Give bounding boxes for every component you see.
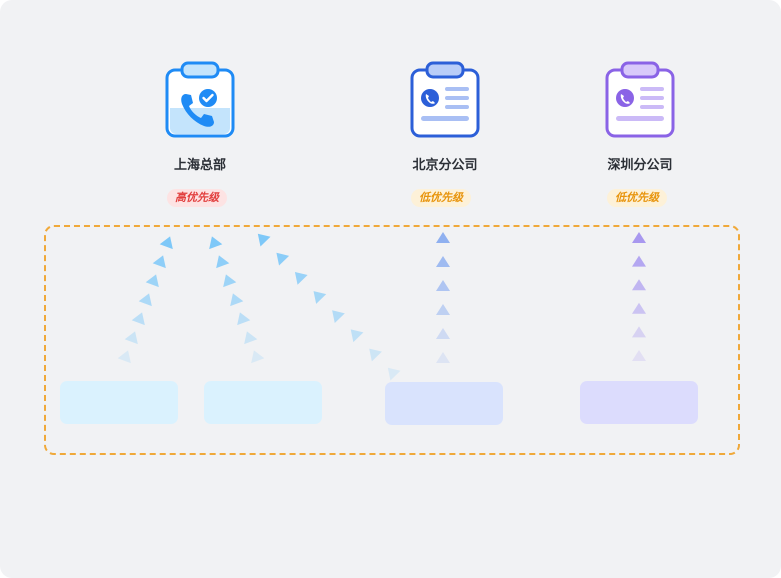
office-beijing: 北京分公司 — [385, 60, 505, 210]
office-shenzhen: 深圳分公司 — [580, 60, 700, 210]
phone-check-clipboard-icon — [165, 61, 235, 138]
arrow-triangle-33 — [632, 232, 646, 243]
agent-box-2 — [204, 381, 322, 424]
arrow-triangle-28 — [632, 350, 646, 361]
arrow-triangle-2 — [131, 312, 145, 326]
arrow-triangle-25 — [436, 280, 450, 291]
arrow-triangle-5 — [152, 255, 166, 269]
arrow-triangle-1 — [124, 331, 138, 345]
arrow-triangle-18 — [313, 291, 327, 304]
arrow-triangle-30 — [632, 302, 646, 314]
arrow-triangle-10 — [230, 293, 244, 307]
arrow-triangle-23 — [436, 328, 450, 339]
office-name: 北京分公司 — [412, 158, 478, 173]
arrow-triangle-27 — [436, 232, 450, 243]
arrow-triangle-7 — [251, 350, 265, 364]
agent-box-3 — [385, 382, 503, 425]
arrow-triangle-19 — [294, 271, 308, 285]
arrow-triangle-20 — [276, 252, 290, 266]
priority-badge-high: 高优先级 — [167, 189, 227, 207]
priority-badge-low: 低优先级 — [607, 189, 667, 207]
arrow-triangle-8 — [244, 331, 258, 345]
contact-card-icon — [410, 61, 480, 138]
arrow-triangle-11 — [223, 274, 237, 288]
agent-box-4 — [580, 381, 698, 424]
arrow-triangle-22 — [436, 352, 450, 363]
arrow-triangle-16 — [350, 329, 364, 343]
arrow-triangle-4 — [145, 274, 159, 288]
arrow-triangle-6 — [159, 236, 173, 250]
arrow-triangle-17 — [332, 310, 345, 324]
arrow-triangle-9 — [237, 312, 251, 326]
arrow-triangle-31 — [632, 279, 646, 291]
priority-badge-low: 低优先级 — [411, 189, 471, 207]
office-name: 深圳分公司 — [607, 158, 673, 173]
arrow-triangle-3 — [138, 293, 152, 307]
arrow-triangle-14 — [387, 367, 401, 381]
arrow-triangle-32 — [632, 255, 646, 267]
arrow-triangle-26 — [436, 256, 450, 267]
arrow-triangle-13 — [209, 236, 223, 250]
arrow-triangle-12 — [216, 255, 230, 269]
contact-card-icon — [605, 61, 675, 138]
arrow-triangle-29 — [632, 326, 646, 338]
arrow-triangle-21 — [257, 233, 271, 247]
agent-box-1 — [60, 381, 178, 424]
agent-pool-frame — [44, 225, 740, 455]
arrow-triangle-15 — [369, 348, 382, 362]
arrow-triangle-24 — [436, 304, 450, 315]
office-shanghai: 上海总部 — [140, 60, 260, 210]
arrow-triangle-0 — [117, 350, 131, 364]
office-name: 上海总部 — [173, 158, 226, 173]
